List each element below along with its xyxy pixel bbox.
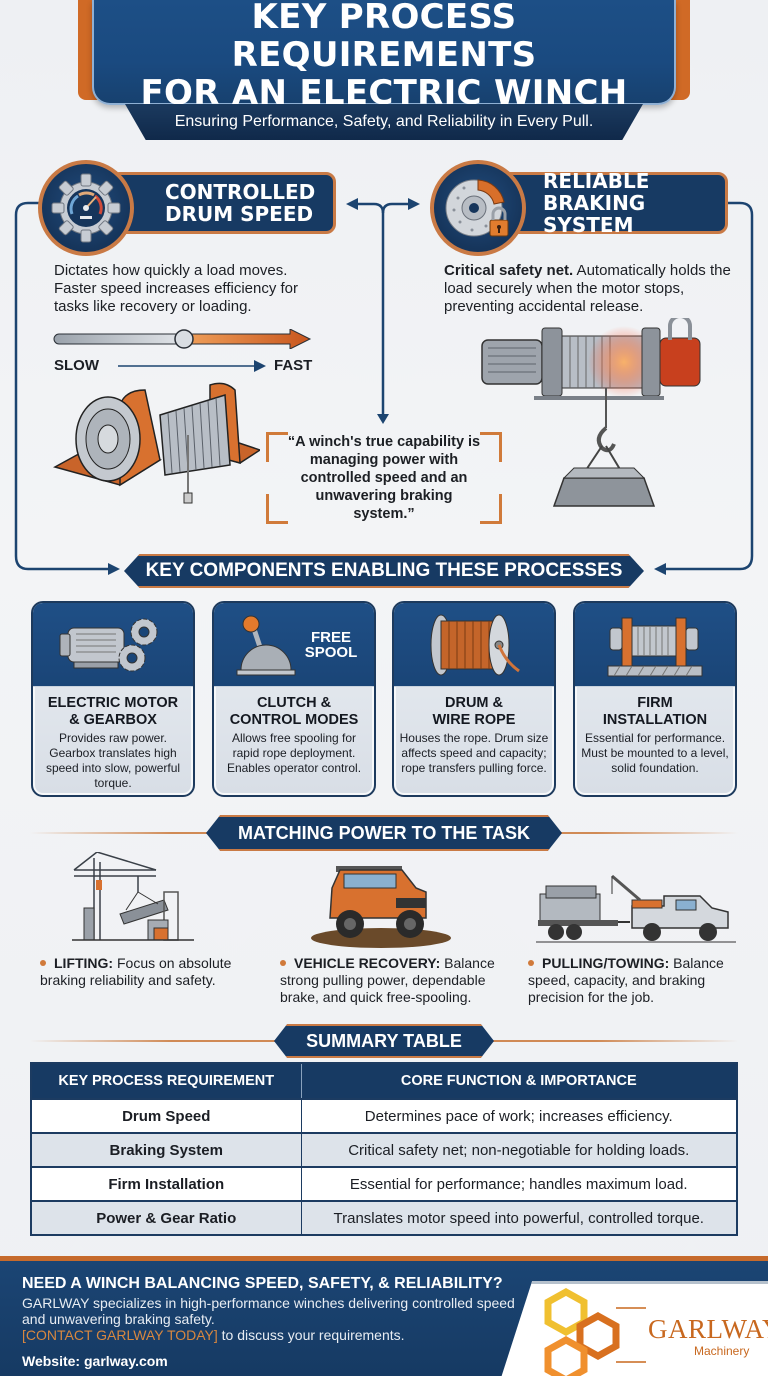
footer-title: NEED A WINCH BALANCING SPEED, SAFETY, & … — [22, 1275, 503, 1292]
free-spool-label-2: SPOOL — [304, 643, 358, 661]
title-line-1: KEY PROCESS REQUIREMENTS — [231, 0, 537, 75]
quote-box: “A winch's true capability is managing p… — [266, 432, 502, 524]
free-spool-label-1: FREE — [310, 628, 351, 646]
drum-speed-title-2: DRUM SPEED — [165, 202, 314, 226]
card-title-1: FIRM — [637, 695, 673, 711]
card-title-1: ELECTRIC MOTOR — [47, 695, 179, 711]
speed-slider — [53, 329, 312, 349]
logo-subtitle: Machinery — [694, 1344, 750, 1358]
logo-name: GARLWAY — [648, 1314, 768, 1344]
task-pulling-towing: PULLING/TOWING: Balance speed, capacity,… — [528, 955, 748, 1006]
component-card-drum: DRUM &WIRE ROPE Houses the rope. Drum si… — [392, 601, 556, 797]
offroad-vehicle-icon — [311, 866, 451, 948]
bullet-icon — [40, 960, 46, 966]
rope-spool-icon — [430, 614, 520, 675]
footer-cta-suffix: to discuss your requirements. — [217, 1327, 405, 1343]
component-card-clutch: FREE SPOOL CLUTCH &CONTROL MODES Allows … — [212, 601, 376, 797]
mounted-winch-icon — [607, 617, 703, 676]
lever-icon — [236, 615, 296, 675]
contact-link[interactable]: [CONTACT GARLWAY TODAY] — [22, 1327, 218, 1343]
card-title-1: CLUTCH & — [256, 695, 332, 711]
summary-table: KEY PROCESS REQUIREMENT CORE FUNCTION & … — [30, 1062, 738, 1236]
drum-speed-title-1: CONTROLLED — [165, 180, 316, 204]
card-description: Provides raw power. Gearbox translates h… — [45, 731, 181, 790]
table-cell: Power & Gear Ratio — [31, 1200, 302, 1235]
drum-winch-illustration — [53, 382, 260, 504]
brake-disc-lock-icon — [430, 160, 526, 256]
fast-label: FAST — [274, 357, 313, 374]
footer-body: GARLWAY specializes in high-performance … — [22, 1295, 522, 1343]
task-text: Balance strong pulling power, dependable… — [280, 955, 495, 1005]
task-text: Balance speed, capacity, and braking pre… — [528, 955, 724, 1005]
bullet-icon — [528, 960, 534, 966]
task-text: Focus on absolute braking reliability an… — [40, 955, 232, 988]
braking-description: Critical safety net. Automatically holds… — [444, 262, 734, 316]
task-vehicle-recovery: VEHICLE RECOVERY: Balance strong pulling… — [280, 955, 520, 1006]
column-header: CORE FUNCTION & IMPORTANCE — [301, 1063, 738, 1099]
table-cell: Drum Speed — [31, 1098, 302, 1133]
task-label: PULLING/TOWING: — [542, 955, 670, 971]
page-title: KEY PROCESS REQUIREMENTS FOR AN ELECTRIC… — [92, 0, 676, 112]
footer-body-text: GARLWAY specializes in high-performance … — [22, 1295, 515, 1327]
slow-label: SLOW — [54, 357, 99, 374]
column-header: KEY PROCESS REQUIREMENT — [31, 1063, 302, 1099]
task-label: LIFTING: — [54, 955, 114, 971]
motor-gears-icon — [59, 618, 158, 671]
card-description: Allows free spooling for rapid rope depl… — [226, 731, 362, 775]
card-description: Essential for performance. Must be mount… — [581, 731, 729, 775]
braking-title-2: BRAKING SYSTEM — [543, 191, 646, 237]
crane-icon — [72, 852, 194, 941]
braking-winch-illustration — [481, 318, 701, 507]
card-title-1: DRUM & — [445, 695, 503, 711]
component-card-motor: ELECTRIC MOTOR& GEARBOX Provides raw pow… — [31, 601, 195, 797]
footer-cta: NEED A WINCH BALANCING SPEED, SAFETY, & … — [0, 1256, 768, 1376]
task-lifting: LIFTING: Focus on absolute braking relia… — [40, 955, 270, 989]
table-cell: Braking System — [31, 1132, 302, 1167]
quote-text: “A winch's true capability is managing p… — [287, 434, 481, 522]
card-title-2: CONTROL MODES — [229, 712, 359, 728]
garlway-logo: GARLWAY Machinery — [500, 1281, 768, 1376]
hexagon-logo-icon — [544, 1288, 646, 1376]
braking-description-text: Automatically holds the load securely wh… — [444, 262, 731, 315]
drum-speed-description: Dictates how quickly a load moves. Faste… — [54, 262, 299, 315]
gear-speedometer-icon — [38, 160, 134, 256]
table-cell: Determines pace of work; increases effic… — [301, 1098, 738, 1133]
bullet-icon — [280, 960, 286, 966]
braking-title-1: RELIABLE — [543, 169, 650, 193]
card-title-2: INSTALLATION — [602, 712, 708, 728]
table-cell: Translates motor speed into powerful, co… — [301, 1200, 738, 1235]
braking-banner: RELIABLE BRAKING SYSTEM — [500, 169, 728, 237]
components-heading: KEY COMPONENTS ENABLING THESE PROCESSES — [124, 554, 644, 588]
task-label: VEHICLE RECOVERY: — [294, 955, 441, 971]
summary-heading: SUMMARY TABLE — [274, 1024, 494, 1058]
table-cell: Critical safety net; non-negotiable for … — [301, 1132, 738, 1167]
card-title-2: & GEARBOX — [69, 712, 157, 728]
table-cell: Essential for performance; handles maxim… — [301, 1166, 738, 1201]
tow-truck-icon — [536, 874, 736, 943]
card-description: Houses the rope. Drum size affects speed… — [399, 731, 549, 775]
tasks-heading: MATCHING POWER TO THE TASK — [206, 815, 562, 851]
page-subtitle: Ensuring Performance, Safety, and Reliab… — [125, 104, 643, 140]
table-cell: Firm Installation — [31, 1166, 302, 1201]
braking-description-bold: Critical safety net. — [444, 262, 574, 279]
drum-speed-banner: CONTROLLED DRUM SPEED — [110, 172, 336, 234]
website-link[interactable]: Website: garlway.com — [22, 1353, 168, 1369]
arrow-right-icon — [118, 360, 266, 372]
card-title-2: WIRE ROPE — [432, 712, 516, 728]
